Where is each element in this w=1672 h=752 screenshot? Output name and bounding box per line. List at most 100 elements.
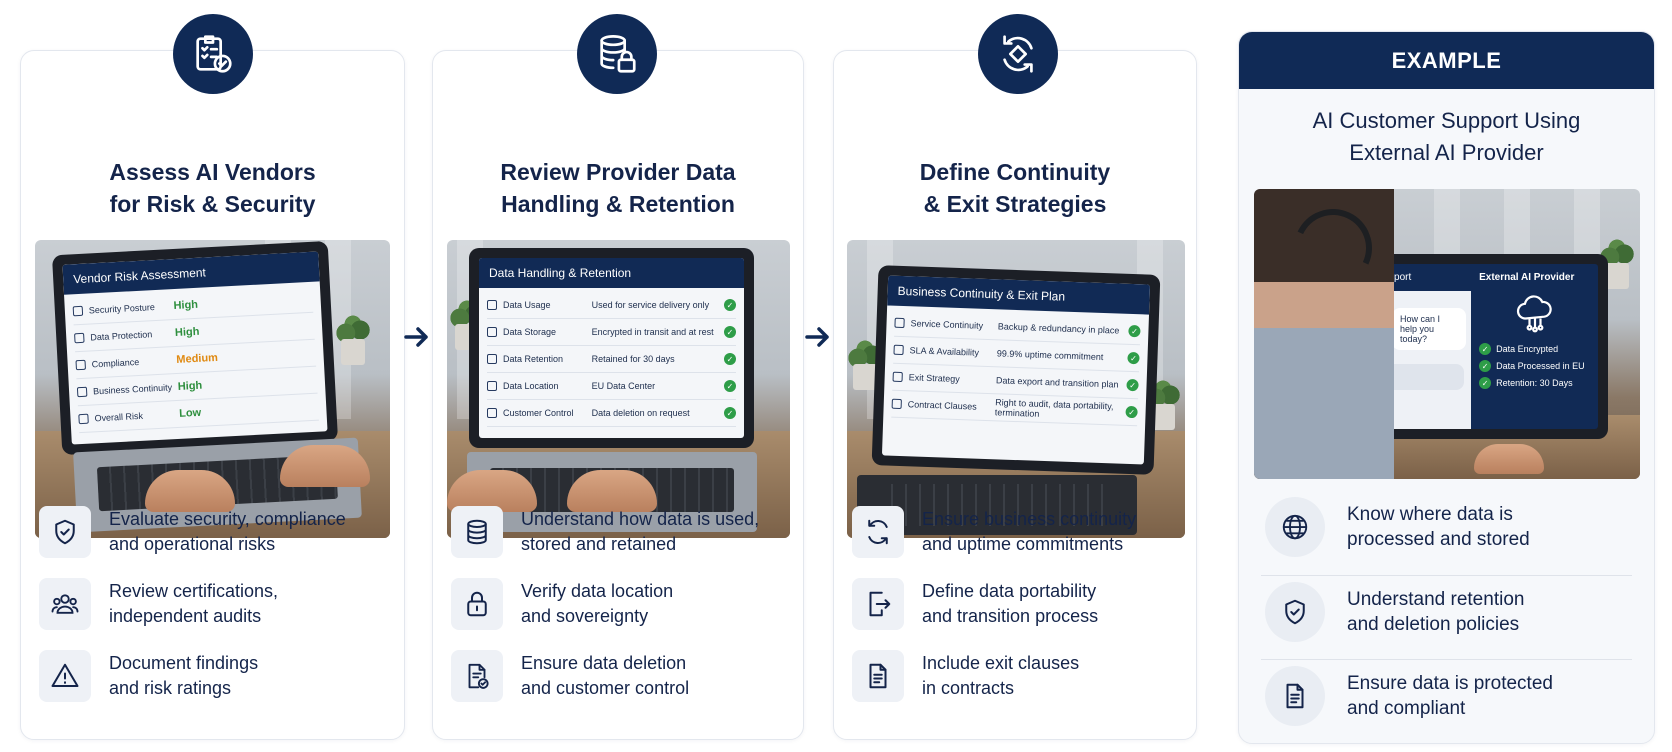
row-icon [487,300,497,310]
check-icon: ✓ [1125,405,1138,419]
document-icon [1265,666,1325,726]
card-title: Review Provider Data Handling & Retentio… [500,159,736,217]
check-icon: ✓ [1128,324,1141,338]
globe-icon [1265,497,1325,557]
card-example: EXAMPLE AI Customer Support Using Extern… [1238,31,1655,744]
feature-item: Understand how data is used,stored and r… [451,506,791,558]
row-label: Data Location [503,381,559,391]
row-icon [892,371,903,383]
external-provider-title: External AI Provider [1479,272,1575,283]
row-label: Service Continuity [910,318,984,331]
row-value: Encrypted in transit and at rest [591,327,714,337]
support-agent-person [1254,189,1394,479]
warning-icon [39,650,91,702]
row-value: Backup & redundancy in place [997,321,1120,336]
card-assess-vendors: Assess AI Vendors for Risk & Security Ve… [20,50,405,740]
row-icon [487,327,497,337]
row-label: Data Usage [503,300,551,310]
check-icon: ✓ [724,326,736,338]
card-continuity-exit: Define Continuity & Exit Strategies Busi… [833,50,1197,740]
lock-icon [451,578,503,630]
card-title: Define Continuity & Exit Strategies [919,159,1111,217]
screen-row: Data Usage Used for service delivery only… [487,292,736,319]
example-title: AI Customer Support Using External AI Pr… [1312,108,1581,165]
database-lock-icon [577,14,657,94]
row-label: Contract Clauses [907,399,977,412]
screen-row: Data Retention Retained for 30 days ✓ [487,346,736,373]
refresh-icon [852,506,904,558]
row-label: SLA & Availability [909,345,980,358]
row-icon [74,332,85,344]
row-label: Data Storage [503,327,557,337]
row-value: Retained for 30 days [591,354,675,364]
screen-row: Customer Control Data deletion on request… [487,400,736,427]
row-icon [75,359,86,371]
row-label: Data Retention [503,354,564,364]
row-icon [487,381,497,391]
export-icon [852,578,904,630]
row-value: Data deletion on request [591,408,690,418]
provider-check-item: ✓Retention: 30 Days [1479,377,1590,389]
row-label: Compliance [91,356,140,370]
photo-laptop-data: Data Handling & Retention Data Usage Used… [447,240,790,538]
check-icon: ✓ [1479,343,1492,355]
row-icon [76,386,88,398]
check-icon: ✓ [724,299,736,311]
check-icon: ✓ [1479,377,1492,389]
row-icon [72,305,84,317]
clipboard-check-icon [173,14,253,94]
plant [335,315,371,365]
row-value: Used for service delivery only [591,300,710,310]
row-value: EU Data Center [591,381,656,391]
shield-check-icon [1265,582,1325,642]
document-check-icon [451,650,503,702]
check-icon: ✓ [1127,351,1140,365]
arrow-right-icon [805,327,829,347]
document-icon [852,650,904,702]
row-icon [891,398,902,410]
row-value: Medium [176,351,219,366]
row-value: Data export and transition plan [995,375,1119,390]
row-value: 99.9% uptime commitment [996,348,1104,363]
divider [1261,575,1632,576]
photo-support-agent: AI Support How can I help you today? •••… [1254,189,1640,479]
row-icon [894,317,905,329]
feature-item: Review certifications,independent audits [39,578,392,630]
row-label: Customer Control [503,408,574,418]
row-icon [487,354,497,364]
row-label: Overall Risk [94,410,144,424]
check-icon: ✓ [724,353,736,365]
tablet: Business Continuity & Exit Plan Service … [871,265,1161,475]
row-label: Exit Strategy [908,372,960,385]
row-icon [487,408,497,418]
check-icon: ✓ [724,407,736,419]
check-icon: ✓ [1479,360,1492,372]
row-label: Security Posture [88,302,156,316]
card-data-handling: Review Provider Data Handling & Retentio… [432,50,804,740]
row-value: Low [178,406,202,420]
example-header: EXAMPLE [1239,32,1654,89]
arrow-right-icon [404,327,428,347]
row-value: High [177,379,203,393]
cloud-network-icon [1516,295,1552,333]
chat-bubble: How can I help you today? [1392,308,1466,350]
row-value: High [173,298,199,313]
provider-check-item: ✓Data Processed in EU [1479,360,1590,372]
row-label: Data Protection [90,329,153,343]
people-icon [39,578,91,630]
continuity-cycle-icon [978,14,1058,94]
screen-title: Data Handling & Retention [479,258,744,288]
screen-row: Data Storage Encrypted in transit and at … [487,319,736,346]
